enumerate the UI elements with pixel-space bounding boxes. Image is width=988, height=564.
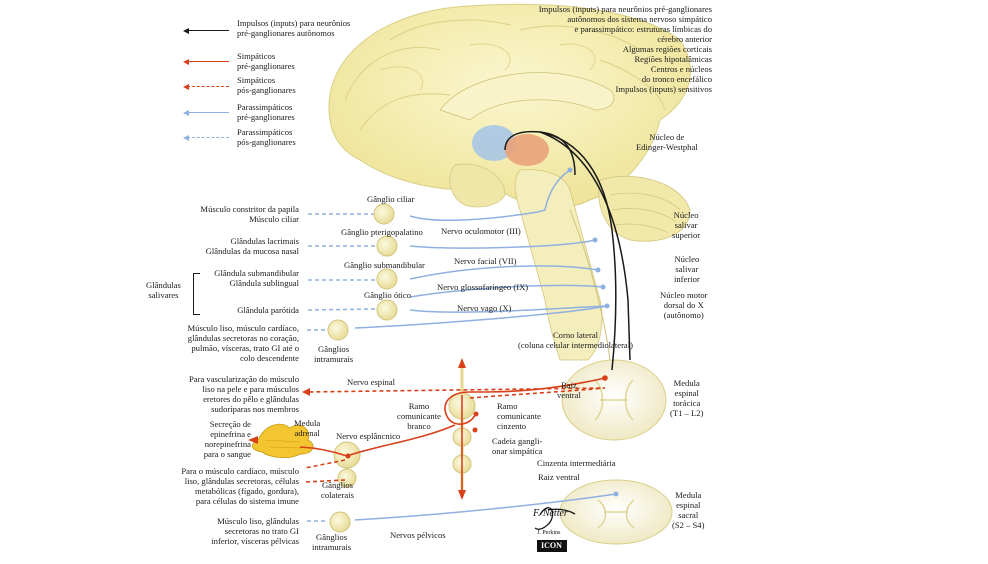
label-cadeia: Cadeia gangli- onar simpática <box>492 436 543 456</box>
parasympathetic-cranial <box>354 169 617 521</box>
label-corno-lateral: Corno lateral (coluna celular intermedio… <box>518 330 634 350</box>
salivary-bracket <box>193 273 200 315</box>
lateral-horn-dot <box>602 375 608 381</box>
legend-line-input <box>187 30 229 31</box>
adrenal-arrow <box>248 436 258 444</box>
label-parotida: Glândula parótida <box>237 305 299 315</box>
adrenal-gland <box>252 423 314 458</box>
publisher-logo: ICON <box>541 541 562 550</box>
legend-arrow-input <box>183 28 189 34</box>
label-musculo-liso: Músculo liso, músculo cardíaco, glândula… <box>187 323 299 363</box>
ganglia <box>327 203 398 533</box>
label-glandulas-salivares: Glândulas salivares <box>146 280 181 300</box>
sympathetic-pre <box>349 360 606 490</box>
label-esplancnico: Nervo esplâncnico <box>336 431 401 441</box>
label-pterigopalatino: Gânglio pterigopalatino <box>341 227 423 237</box>
legend-line-para-post <box>187 137 229 138</box>
brain <box>328 3 691 361</box>
label-otico: Gânglio ótico <box>364 290 412 300</box>
legend-arrow-symp-pre <box>183 59 189 65</box>
label-musculo-gi: Músculo liso, glândulas secretoras no tr… <box>211 516 299 546</box>
label-ramo-cinzento: Ramo comunicante cinzento <box>497 401 541 431</box>
label-lacrimais: Glândulas lacrimais Glândulas da mucosa … <box>205 236 299 256</box>
chain-dot-2 <box>472 427 478 433</box>
arrow-down <box>458 490 466 500</box>
legend-label-input: Impulsos (inputs) para neurônios pré-gan… <box>237 18 351 38</box>
legend-line-symp-pre <box>187 61 229 62</box>
sympathetic-post <box>304 387 606 483</box>
label-top-right-inputs: Impulsos (inputs) para neurônios pré-gan… <box>538 4 712 94</box>
collateral-dot <box>345 453 351 459</box>
label-constritor: Músculo constritor da papila Músculo cil… <box>200 204 299 224</box>
label-edinger: Núcleo de Edinger-Westphal <box>636 132 698 152</box>
legend-line-para-pre <box>187 112 229 113</box>
input-pathways <box>504 130 631 371</box>
label-submandibular-g: Gânglio submandibular <box>344 260 425 270</box>
label-secrecao: Secreção de epinefrina e norepinefrina p… <box>203 419 251 459</box>
legend-arrow-para-pre <box>183 110 189 116</box>
label-salivar-inf: Núcleo salivar inferior <box>674 254 700 284</box>
label-ramo-branco: Ramo comunicante branco <box>397 401 441 431</box>
arrow-left <box>302 388 310 396</box>
label-vago: Nervo vago (X) <box>457 303 512 313</box>
label-raiz-ventral-2: Raiz ventral <box>538 472 580 482</box>
label-glosso: Nervo glossofaríngeo (IX) <box>437 282 529 292</box>
label-vascularizacao: Para vascularização do músculo liso na p… <box>188 374 299 414</box>
label-ganglios-intramurais-2: Gânglios intramurais <box>312 532 352 552</box>
legend-arrow-para-post <box>183 135 189 141</box>
netter-signature <box>534 507 576 552</box>
label-ganglios-intramurais-1: Gânglios intramurais <box>314 344 354 364</box>
legend-label-para-pre: Parassimpáticos pré-ganglionares <box>237 102 295 122</box>
legend-label-para-post: Parassimpáticos pós-ganglionares <box>237 127 296 147</box>
label-ganglio-ciliar: Gânglio ciliar <box>367 194 415 204</box>
thoracic-cord <box>561 359 667 441</box>
label-salivar-sup: Núcleo salivar superior <box>672 210 701 240</box>
label-ganglios-colaterais: Gânglios colaterais <box>321 480 354 500</box>
legend-line-symp-post <box>187 86 229 87</box>
label-cinzenta: Cinzenta intermediária <box>537 458 616 468</box>
label-glandula-sub: Glândula submandibular Glândula sublingu… <box>214 268 299 288</box>
label-nervos-pelvicos: Nervos pélvicos <box>390 530 446 540</box>
sacral-cord <box>559 479 673 545</box>
label-nervo-espinal: Nervo espinal <box>347 377 395 387</box>
label-medula-toracica: Medula espinal torácica (T1 – L2) <box>670 378 704 418</box>
label-cardiaco: Para o músculo cardíaco, músculo liso, g… <box>181 466 299 506</box>
legend-label-symp-pre: Simpáticos pré-ganglionares <box>237 51 295 71</box>
signature-sub: J. Perkins <box>537 530 561 536</box>
label-raiz-ventral-1: Raiz ventral <box>557 380 581 400</box>
label-medula-sacral: Medula espinal sacral (S2 – S4) <box>672 490 705 530</box>
signature-text: F. Netter <box>533 508 568 519</box>
label-facial: Nervo facial (VII) <box>454 256 517 266</box>
label-medula-adrenal: Medula adrenal <box>294 418 321 438</box>
parasympathetic-post <box>305 213 376 522</box>
label-motor-dorsal: Núcleo motor dorsal do X (autônomo) <box>660 290 708 320</box>
label-oculomotor: Nervo oculomotor (III) <box>441 226 521 236</box>
nuclei-dots <box>567 167 619 497</box>
chain-dot-1 <box>473 411 479 417</box>
legend-label-symp-post: Simpáticos pós-ganglionares <box>237 75 296 95</box>
arrow-up <box>458 358 466 368</box>
legend-arrow-symp-post <box>183 84 189 90</box>
